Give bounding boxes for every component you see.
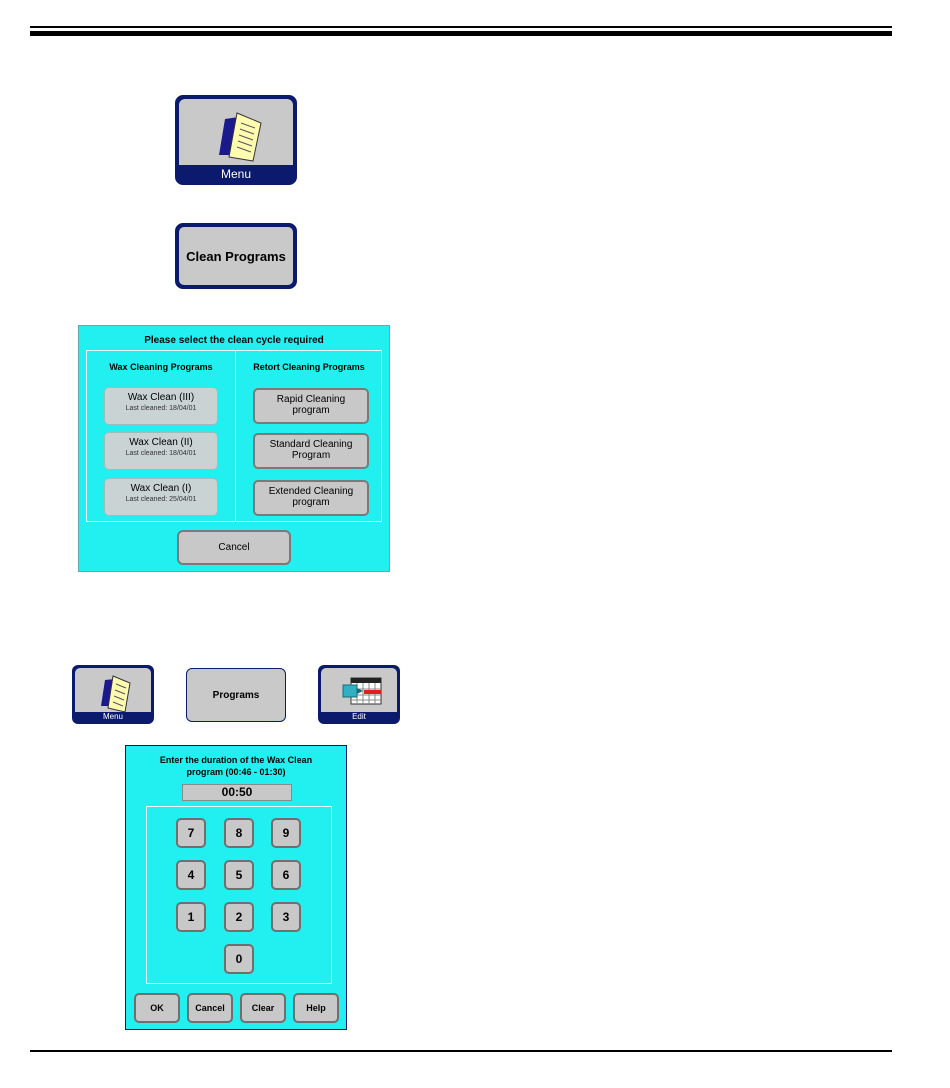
key-3[interactable]: 3 (271, 902, 301, 932)
keypad-cancel-button[interactable]: Cancel (187, 993, 233, 1023)
clean-programs-button[interactable]: Clean Programs (175, 223, 297, 289)
menu-book-icon (101, 675, 131, 713)
menu-book-icon (219, 112, 262, 162)
key-2[interactable]: 2 (224, 902, 254, 932)
prompt-line2: program (00:46 - 01:30) (186, 767, 286, 777)
wax-clean-iii-last: Last cleaned: 18/04/01 (125, 405, 197, 412)
key-9[interactable]: 9 (271, 818, 301, 848)
column-divider (235, 351, 236, 521)
key-0[interactable]: 0 (224, 944, 254, 974)
extended-cleaning-line2: program (292, 497, 330, 508)
menu-button-label: Menu (220, 167, 252, 181)
programs-panel: Wax Cleaning Programs Retort Cleaning Pr… (86, 350, 382, 522)
key-5[interactable]: 5 (224, 860, 254, 890)
footer-rule (30, 1050, 892, 1052)
header-rule-thick (30, 31, 892, 36)
prompt-line1: Enter the duration of the Wax Clean (159, 755, 313, 765)
clean-cycle-dialog: Please select the clean cycle required W… (78, 325, 390, 572)
cancel-button[interactable]: Cancel (177, 530, 291, 565)
clean-programs-label: Clean Programs (179, 227, 293, 285)
menu-button-small[interactable]: Menu (72, 665, 154, 724)
wax-clean-iii-label: Wax Clean (III) (127, 392, 195, 403)
extended-cleaning-line1: Extended Cleaning (268, 486, 354, 497)
wax-clean-ii-last: Last cleaned: 18/04/01 (125, 450, 197, 457)
edit-label: Edit (352, 712, 366, 721)
edit-button[interactable]: Edit (318, 665, 400, 724)
retort-column-heading: Retort Cleaning Programs (253, 362, 365, 372)
wax-clean-iii-button[interactable]: Wax Clean (III) Last cleaned: 18/04/01 (104, 387, 218, 425)
rapid-cleaning-line1: Rapid Cleaning (276, 394, 346, 405)
key-7[interactable]: 7 (176, 818, 206, 848)
wax-clean-i-last: Last cleaned: 25/04/01 (125, 496, 197, 503)
key-6[interactable]: 6 (271, 860, 301, 890)
menu-button-small-face (75, 668, 151, 713)
rapid-cleaning-line2: program (292, 405, 330, 416)
wax-clean-ii-label: Wax Clean (II) (129, 437, 193, 448)
standard-cleaning-line2: Program (291, 450, 331, 461)
menu-small-label: Menu (102, 712, 123, 721)
key-4[interactable]: 4 (176, 860, 206, 890)
clear-button[interactable]: Clear (240, 993, 286, 1023)
wax-column-heading: Wax Cleaning Programs (109, 362, 213, 372)
schedule-grid-icon (342, 677, 382, 705)
edit-button-face (321, 668, 397, 712)
menu-button-face (179, 99, 293, 165)
standard-cleaning-line1: Standard Cleaning (269, 439, 353, 450)
dialog-title: Please select the clean cycle required (144, 335, 324, 346)
wax-clean-i-label: Wax Clean (I) (130, 483, 192, 494)
help-button[interactable]: Help (293, 993, 339, 1023)
menu-button[interactable]: Menu (175, 95, 297, 185)
header-rule-thin (30, 26, 892, 28)
duration-prompt: Enter the duration of the Wax Clean prog… (126, 754, 346, 778)
keypad: 7 8 9 4 5 6 1 2 3 0 (146, 806, 332, 984)
key-1[interactable]: 1 (176, 902, 206, 932)
key-8[interactable]: 8 (224, 818, 254, 848)
wax-clean-i-button[interactable]: Wax Clean (I) Last cleaned: 25/04/01 (104, 478, 218, 516)
programs-button[interactable]: Programs (186, 668, 286, 722)
wax-clean-ii-button[interactable]: Wax Clean (II) Last cleaned: 18/04/01 (104, 432, 218, 470)
duration-display: 00:50 (182, 784, 292, 801)
ok-button[interactable]: OK (134, 993, 180, 1023)
duration-keypad-dialog: Enter the duration of the Wax Clean prog… (125, 745, 347, 1030)
